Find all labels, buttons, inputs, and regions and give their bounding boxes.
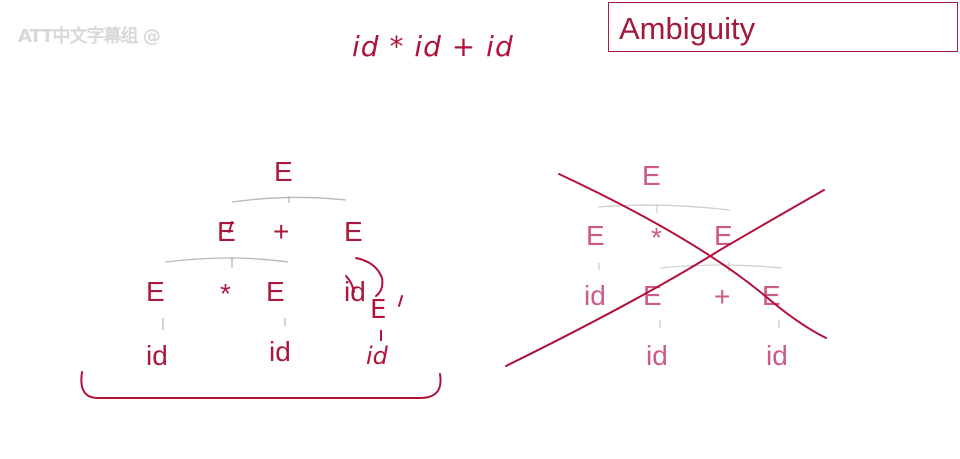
left-tree-edges xyxy=(162,196,382,341)
right-l2-leaf: id xyxy=(584,280,606,311)
left-l2-left: E xyxy=(146,276,165,307)
watermark: ATT中文字幕组 @ xyxy=(18,26,161,47)
title-box: Ambiguity xyxy=(608,2,958,52)
left-leaf-1: id xyxy=(146,340,168,371)
right-l1-left: E xyxy=(586,220,605,251)
prime-mark-2 xyxy=(398,295,403,307)
left-l2-mid: E xyxy=(266,276,285,307)
right-l2-right: E xyxy=(762,280,781,311)
right-tree-edges xyxy=(597,204,783,328)
left-l1-op: + xyxy=(273,216,290,247)
hook-mark xyxy=(355,257,384,297)
right-l1-right: E xyxy=(714,220,733,251)
right-l2-op: + xyxy=(714,281,731,312)
left-annotation-id: id xyxy=(366,342,388,370)
cross-stroke-1 xyxy=(558,173,827,339)
right-leaf-1: id xyxy=(646,340,668,371)
right-edge-l1 xyxy=(659,264,783,269)
bottom-brace xyxy=(80,371,442,399)
right-edge-root xyxy=(597,204,731,211)
left-l1-right: E xyxy=(344,216,363,247)
left-annotation-e: E xyxy=(370,295,387,325)
slide-title: Ambiguity xyxy=(619,11,756,46)
right-leaf-2: id xyxy=(766,340,788,371)
handwritten-expression: id * id + id xyxy=(352,30,514,63)
left-edge-l1 xyxy=(164,257,289,263)
left-handwritten-marks xyxy=(80,221,442,399)
left-l2-op: * xyxy=(220,278,231,309)
right-root: E xyxy=(642,160,661,191)
cross-stroke-2 xyxy=(505,189,825,367)
left-leaf-2: id xyxy=(269,336,291,367)
prime-mark-1 xyxy=(228,221,233,233)
strike-mark xyxy=(345,275,355,293)
left-root: E xyxy=(274,156,293,187)
right-l1-op: * xyxy=(651,222,662,253)
cross-out xyxy=(505,173,827,367)
